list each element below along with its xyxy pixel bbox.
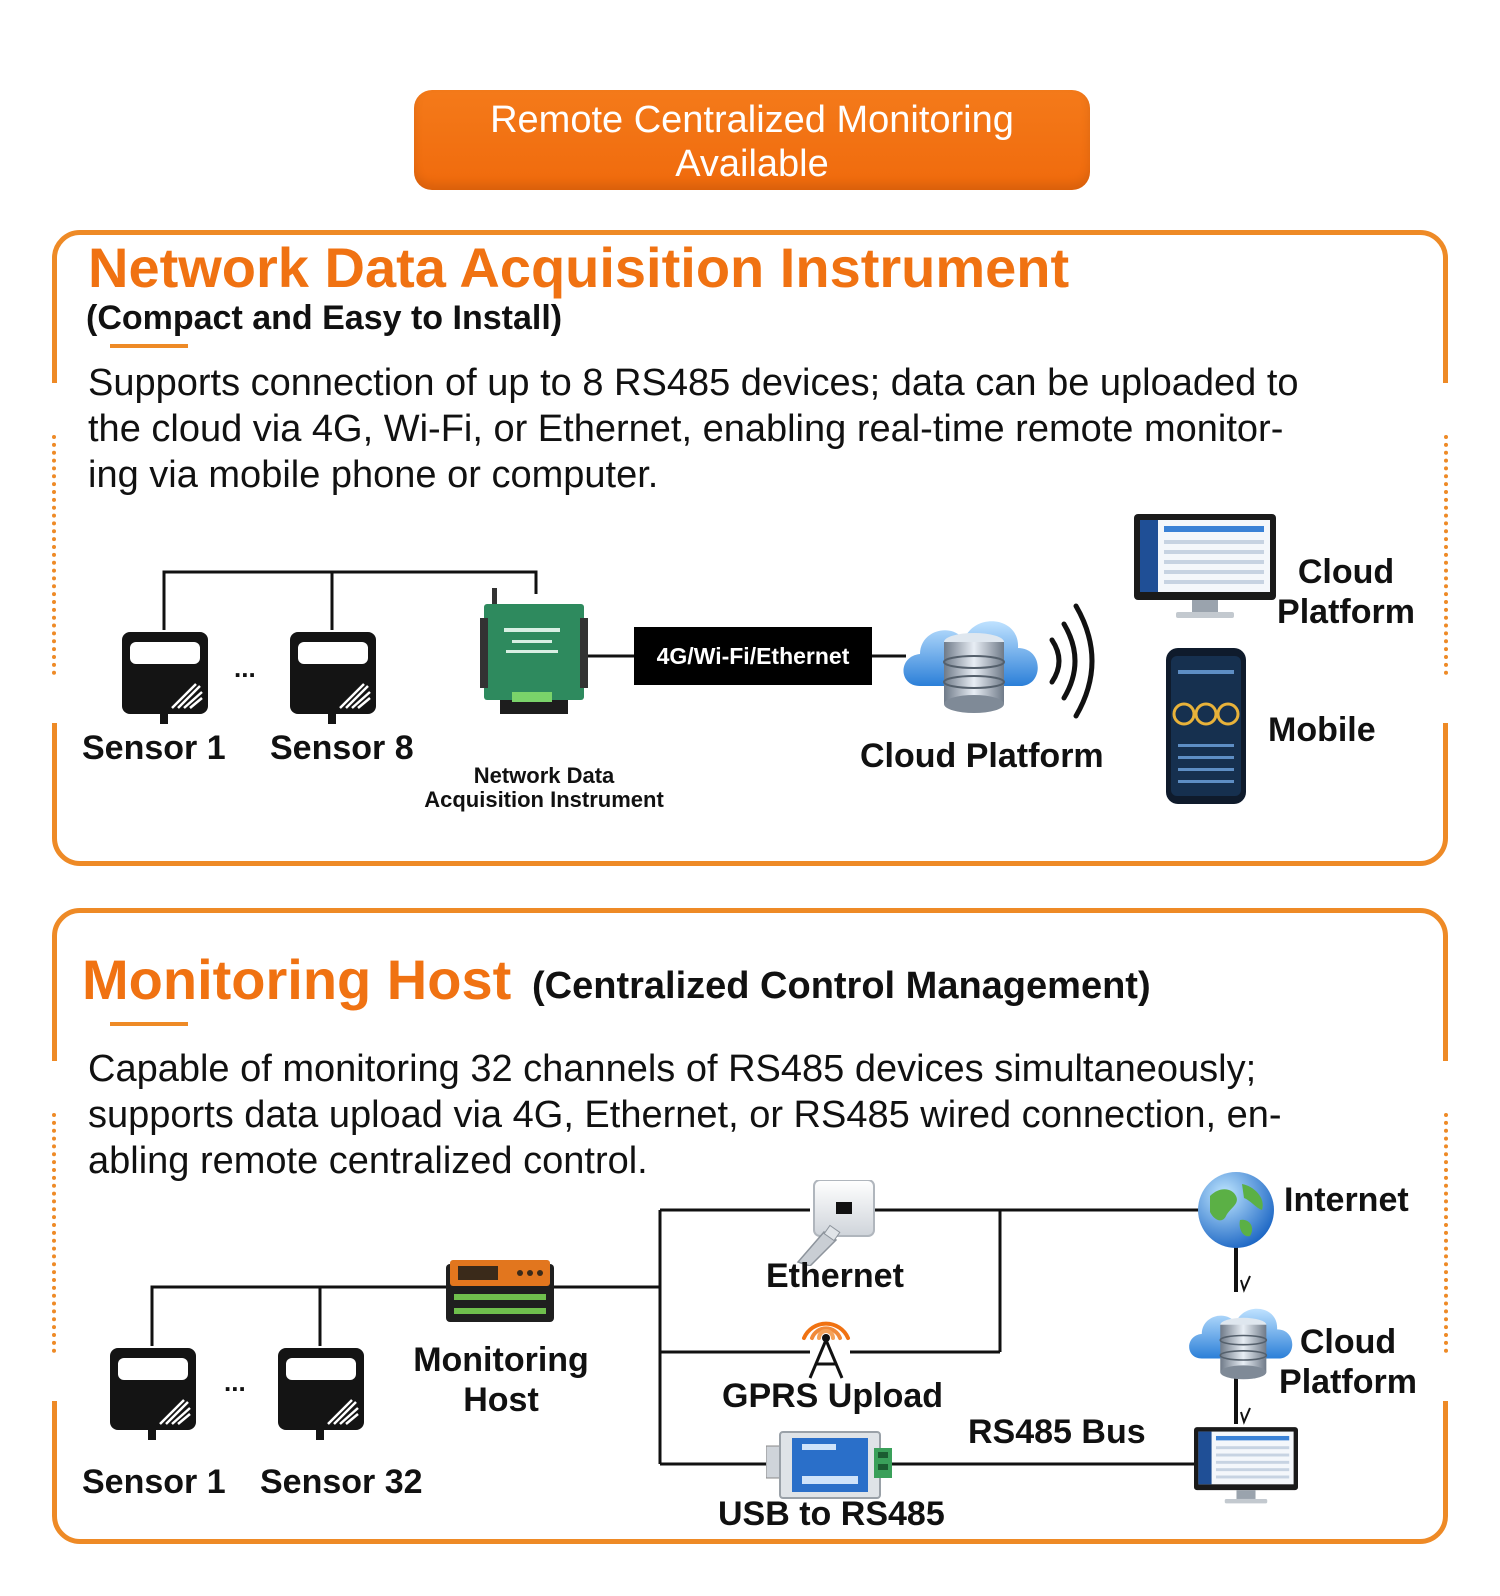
section1-subtitle: (Compact and Easy to Install) [86,299,563,337]
sensor-8-label: Sensor 8 [270,729,414,767]
sensor-1-label: Sensor 1 [82,729,226,767]
monitoring-host-label-line: Monitoring [413,1341,589,1379]
monitoring-host-label: Monitoring Host [408,1340,594,1420]
instrument-label-line: Acquisition Instrument [424,787,664,812]
ellipsis-label: ... [224,1367,246,1397]
cloud-platform-label: Cloud Platform [860,737,1104,775]
panel-network-instrument [49,230,1451,866]
section2-paragraph-line: abling remote centralized control. [88,1140,648,1182]
section1-underline [110,344,188,348]
section2-paragraph-line: Capable of monitoring 32 channels of RS4… [88,1048,1257,1090]
sensor-32-icon [278,1348,364,1440]
banner-line-1: Remote Centralized Monitoring [490,99,1014,141]
cloud-platform-side-line: Cloud [1297,553,1395,591]
usb-rs485-label: USB to RS485 [718,1495,945,1533]
ellipsis-label: ... [234,653,256,683]
instrument-label-line: Network Data [473,763,615,788]
cloud-database-icon [1189,1308,1293,1380]
monitoring-host-label-line: Host [463,1381,539,1419]
section2-subtitle: (Centralized Control Management) [532,965,1151,1007]
instrument-label: Network Data Acquisition Instrument [412,764,676,812]
monitoring-host-icon [446,1260,554,1322]
sensor-1-label: Sensor 1 [82,1463,226,1501]
panel-monitoring-host [49,908,1451,1544]
network-link-badge: 4G/Wi-Fi/Ethernet [634,627,872,685]
banner-line-2: Available [675,143,829,185]
acquisition-instrument-icon [480,588,588,714]
sensor-1-icon [110,1348,196,1440]
section2-underline [110,1022,188,1026]
cloud-database-icon [903,621,1038,713]
cloud-platform-label-line: Cloud [1299,1323,1397,1361]
ethernet-port-icon [796,1180,875,1266]
gprs-upload-label: GPRS Upload [722,1377,944,1415]
cloud-platform-side-label: Cloud Platform [1276,552,1416,632]
mobile-label: Mobile [1268,711,1376,749]
mobile-phone-icon [1166,648,1246,804]
usb-rs485-converter-icon [766,1431,892,1499]
section1-title: Network Data Acquisition Instrument [88,236,1070,299]
section1-paragraph-line: Supports connection of up to 8 RS485 dev… [88,362,1299,404]
monitor-icon [1134,514,1276,618]
wireless-signal-icon [1049,603,1095,719]
internet-label: Internet [1284,1181,1409,1219]
cloud-platform-label-line: Platform [1279,1363,1417,1401]
section1-paragraph-line: the cloud via 4G, Wi-Fi, or Ethernet, en… [88,408,1284,450]
cloud-platform-side-line: Platform [1277,593,1415,631]
sensor-32-label: Sensor 32 [260,1463,423,1501]
monitor-icon [1194,1427,1298,1504]
section2-paragraph-line: supports data upload via 4G, Ethernet, o… [88,1094,1282,1136]
sensor-8-icon [290,632,376,724]
gprs-antenna-icon [802,1321,850,1379]
section1-paragraph-line: ing via mobile phone or computer. [88,454,659,496]
section2-title: Monitoring Host [82,948,512,1011]
ethernet-label: Ethernet [766,1257,904,1295]
cloud-platform-label: Cloud Platform [1278,1322,1418,1402]
section2-paragraph: Capable of monitoring 32 channels of RS4… [88,1046,1428,1184]
section1-paragraph: Supports connection of up to 8 RS485 dev… [88,360,1428,498]
internet-globe-icon [1198,1172,1274,1248]
sensor-1-icon [122,632,208,724]
rs485-bus-label: RS485 Bus [968,1413,1146,1451]
header-banner: Remote Centralized Monitoring Available [414,90,1090,190]
